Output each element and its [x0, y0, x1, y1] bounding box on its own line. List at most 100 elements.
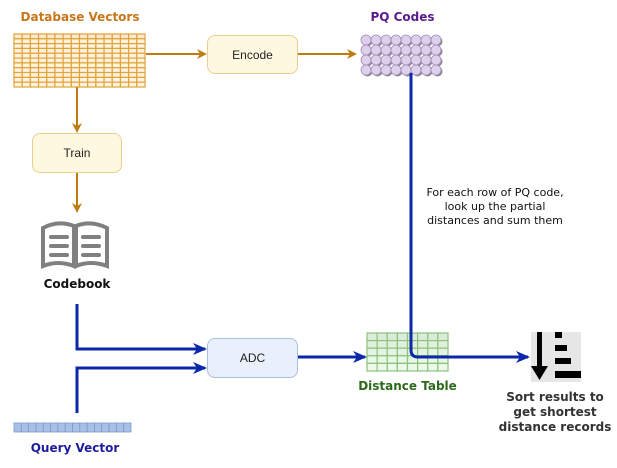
pq-code-cell — [410, 44, 422, 56]
database-vector-cell — [111, 67, 122, 74]
distance-table-cell — [376, 347, 388, 357]
pq-code-cell — [420, 34, 432, 46]
database-vector-cell — [136, 43, 146, 50]
database-vector-cell — [13, 57, 23, 64]
database-vector-cell — [46, 47, 56, 54]
distance-table-cell — [437, 362, 449, 372]
query-vector-cell — [28, 422, 37, 433]
database-vector-cell — [119, 67, 130, 74]
query-vector-cell — [50, 422, 59, 433]
pq-code-cell — [430, 44, 442, 56]
database-vector-cell — [111, 43, 122, 50]
database-vector-cell — [95, 43, 105, 50]
database-vector-cell — [111, 57, 122, 64]
database-vector-cell — [21, 81, 31, 88]
database-vector-cell — [87, 33, 97, 40]
query-vector-cell — [72, 422, 81, 433]
distance-table-cell — [406, 332, 419, 342]
pq-code-cell — [430, 34, 442, 46]
database-vector-cell — [13, 33, 23, 40]
distance-table-label: Distance Table — [358, 379, 457, 393]
database-vector-cell — [54, 62, 64, 69]
database-vector-cell — [111, 71, 122, 78]
database-vector-cell — [95, 81, 105, 88]
adc-label: ADC — [239, 351, 266, 365]
database-vector-cell — [29, 71, 40, 78]
database-vector-cell — [87, 43, 97, 50]
pq-code-cell — [430, 54, 442, 66]
train-box[interactable]: Train — [32, 133, 122, 173]
distance-table-cell — [396, 332, 409, 342]
database-vector-cell — [111, 62, 122, 69]
database-vector-cell — [70, 81, 81, 88]
distance-table-cell — [406, 362, 419, 372]
database-vector-cell — [103, 47, 113, 54]
pq-code-cell — [360, 44, 372, 56]
database-vector-cell — [37, 52, 48, 59]
database-vector-cell — [13, 47, 23, 54]
database-vector-cell — [21, 52, 31, 59]
database-vector-cell — [128, 81, 138, 88]
sort-label: Sort results to get shortest distance re… — [498, 390, 612, 434]
database-vector-cell — [87, 47, 97, 54]
database-vector-cell — [21, 47, 31, 54]
database-vector-cell — [128, 33, 138, 40]
database-vector-cell — [78, 57, 89, 64]
database-vector-cell — [21, 71, 31, 78]
database-vector-cell — [29, 33, 40, 40]
pq-code-cell — [390, 64, 402, 76]
database-vector-cell — [70, 62, 81, 69]
distance-table-cell — [366, 355, 378, 364]
database-vector-cell — [136, 71, 146, 78]
database-vector-cell — [128, 38, 138, 45]
pq-codes-grid — [360, 34, 443, 77]
database-vector-cell — [95, 38, 105, 45]
database-vector-cell — [136, 62, 146, 69]
database-vector-cell — [62, 33, 72, 40]
database-vectors-grid — [13, 33, 146, 88]
pq-code-cell — [430, 64, 442, 76]
database-vector-cell — [78, 81, 89, 88]
adc-box[interactable]: ADC — [207, 338, 298, 378]
database-vector-cell — [78, 47, 89, 54]
query-vector-cell — [35, 422, 44, 433]
database-vector-cell — [29, 52, 40, 59]
database-vector-cell — [62, 71, 72, 78]
encode-label: Encode — [232, 47, 273, 62]
codebook-label: Codebook — [43, 277, 111, 291]
database-vector-cell — [136, 67, 146, 74]
database-vector-cell — [111, 33, 122, 40]
query-vector-cell — [20, 422, 30, 433]
distance-table-cell — [366, 332, 378, 342]
database-vector-cell — [54, 76, 64, 83]
database-vector-cell — [70, 71, 81, 78]
distance-table-cell — [417, 340, 429, 349]
database-vector-cell — [128, 47, 138, 54]
distance-table-cell — [427, 332, 439, 342]
database-vector-cell — [119, 47, 130, 54]
distance-table-cell — [417, 362, 429, 372]
arrow-query-to-adc — [75, 362, 207, 413]
distance-table-cell — [386, 340, 398, 349]
pq-code-cell — [400, 54, 412, 66]
encode-box[interactable]: Encode — [207, 35, 298, 74]
database-vector-cell — [78, 76, 89, 83]
query-vector-cell — [115, 422, 125, 433]
query-vector-cell — [79, 422, 88, 433]
distance-table-cell — [376, 332, 388, 342]
distance-table-cell — [427, 347, 439, 357]
pq-code-cell — [370, 64, 382, 76]
database-vector-cell — [29, 47, 40, 54]
database-vector-cell — [95, 47, 105, 54]
database-vector-cell — [111, 47, 122, 54]
database-vector-cell — [21, 62, 31, 69]
database-vector-cell — [103, 33, 113, 40]
database-vector-cell — [95, 67, 105, 74]
query-vector-cell — [57, 422, 66, 433]
pq-code-cell — [380, 44, 392, 56]
database-vector-cell — [78, 38, 89, 45]
database-vector-cell — [54, 33, 64, 40]
database-vector-cell — [136, 81, 146, 88]
pq-code-cell — [360, 64, 372, 76]
pq-code-cell — [380, 54, 392, 66]
